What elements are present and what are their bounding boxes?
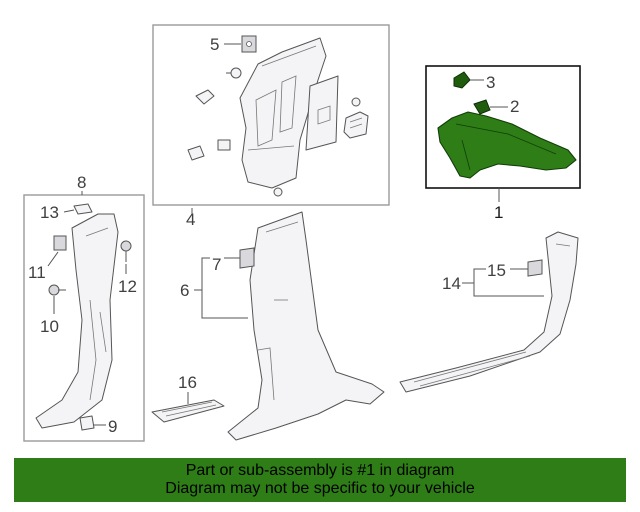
callout-2: 2 bbox=[510, 97, 519, 116]
info-banner: Part or sub-assembly is #1 in diagram Di… bbox=[14, 458, 626, 502]
clip-13 bbox=[73, 203, 93, 215]
callout-8: 8 bbox=[77, 173, 86, 192]
clip-15 bbox=[527, 259, 543, 277]
callout-11: 11 bbox=[28, 263, 46, 282]
leader-13 bbox=[63, 209, 75, 213]
group-box-8 bbox=[23, 194, 145, 442]
clip-5 bbox=[241, 35, 257, 53]
small-bracket-right bbox=[343, 111, 369, 139]
center-pillar-trim bbox=[227, 211, 385, 441]
banner-line-2: Diagram may not be specific to your vehi… bbox=[165, 480, 475, 497]
callout-13: 13 bbox=[40, 203, 59, 222]
callout-1: 1 bbox=[494, 203, 503, 222]
screw-12 bbox=[120, 240, 132, 262]
callout-6: 6 bbox=[180, 281, 189, 300]
callout-15: 15 bbox=[487, 261, 506, 280]
clip-7 bbox=[239, 247, 255, 269]
callout-12: 12 bbox=[118, 277, 137, 296]
lower-pillar-trim bbox=[35, 213, 119, 429]
part-2-clip-highlighted bbox=[473, 99, 491, 115]
callout-14: 14 bbox=[442, 274, 461, 293]
clip-9 bbox=[79, 415, 95, 431]
clip-11 bbox=[53, 235, 67, 251]
pillar-trim-panel bbox=[305, 75, 339, 151]
part-1-trim-highlighted bbox=[437, 111, 577, 179]
callout-4: 4 bbox=[186, 210, 195, 229]
pillar-trim-upper bbox=[239, 37, 327, 189]
group-box-1 bbox=[425, 65, 581, 189]
callout-3: 3 bbox=[486, 73, 495, 92]
screw-10 bbox=[48, 284, 66, 296]
callout-7: 7 bbox=[212, 255, 221, 274]
step-plate-16 bbox=[151, 399, 225, 423]
leader-11 bbox=[47, 251, 59, 267]
leader-14 bbox=[462, 268, 544, 297]
leader-6 bbox=[194, 257, 248, 319]
callout-5: 5 bbox=[210, 35, 219, 54]
group-box-4 bbox=[152, 24, 390, 206]
part-3-clip-highlighted bbox=[453, 71, 471, 89]
box4-clips bbox=[187, 67, 361, 197]
banner-line-1: Part or sub-assembly is #1 in diagram bbox=[185, 462, 455, 479]
rocker-sill-plate bbox=[399, 231, 579, 393]
callout-9: 9 bbox=[108, 417, 117, 436]
callout-16: 16 bbox=[178, 373, 197, 392]
callout-10: 10 bbox=[40, 317, 59, 336]
